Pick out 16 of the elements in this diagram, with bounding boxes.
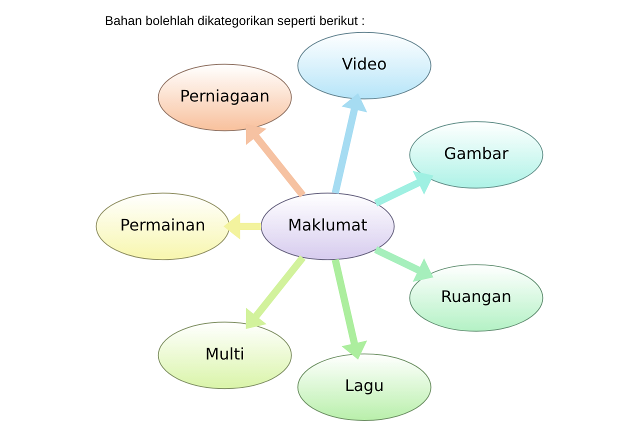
- arrow: [246, 255, 306, 329]
- diagram-title: Bahan bolehlah dikategorikan seperti berikut :: [104, 12, 365, 28]
- arrow: [374, 246, 434, 282]
- node-ellipse: Multi: [158, 322, 292, 390]
- arrow: [246, 124, 306, 198]
- node-ellipse: Perniagaan: [158, 64, 292, 132]
- arrow: [332, 93, 368, 194]
- node-ellipse: Ruangan: [409, 264, 544, 332]
- node-ellipse: Permainan: [96, 192, 230, 260]
- arrow: [374, 170, 434, 207]
- arrow: [332, 258, 368, 360]
- node-ellipse: Gambar: [409, 121, 544, 189]
- node-ellipse: Video: [297, 32, 432, 100]
- node-ellipse: Lagu: [297, 353, 432, 421]
- node-ellipse: Maklumat: [260, 192, 395, 260]
- arrow: [224, 213, 262, 240]
